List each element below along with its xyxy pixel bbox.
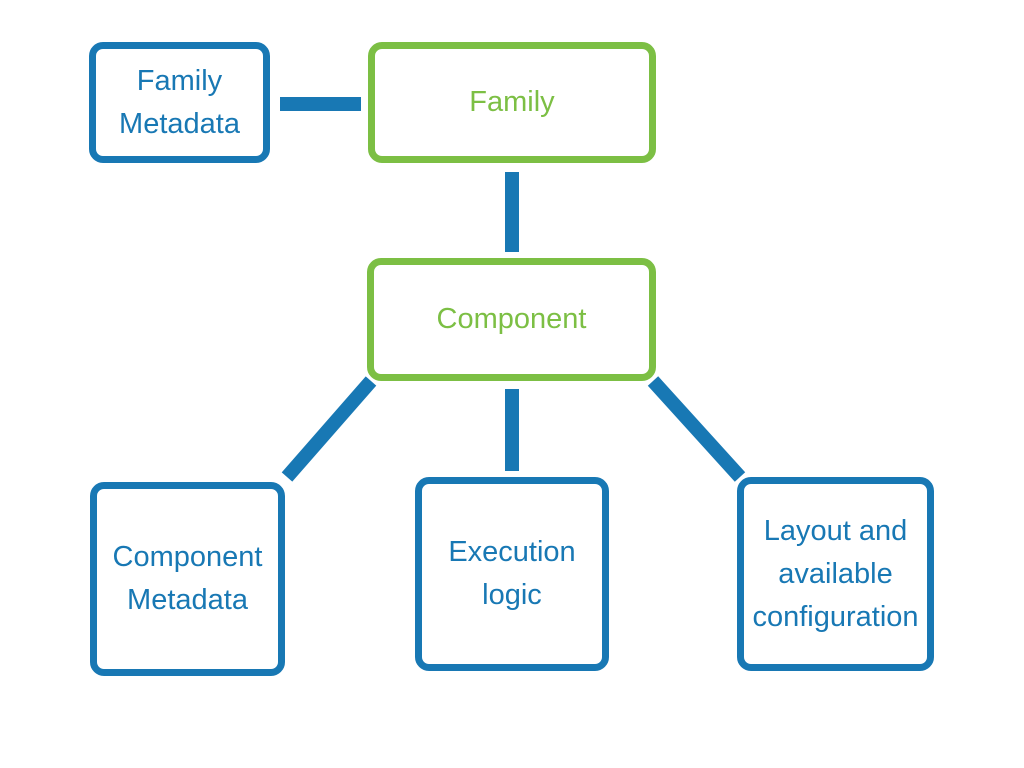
- node-component-metadata-label: Component Metadata: [112, 541, 263, 616]
- node-layout-configuration-label: Layout and available configuration: [752, 514, 919, 633]
- node-component-label: Component: [436, 303, 587, 335]
- node-execution-logic-label: Execution logic: [448, 536, 576, 611]
- node-family-label: Family: [469, 86, 555, 118]
- node-layout-configuration: Layout and available configuration: [737, 477, 934, 671]
- node-family-metadata-label: Family Metadata: [119, 64, 240, 140]
- node-family: Family: [368, 42, 656, 163]
- node-component: Component: [367, 258, 656, 381]
- node-execution-logic: Execution logic: [415, 477, 609, 671]
- connector-component-component-metadata: [281, 376, 377, 482]
- node-component-metadata: Component Metadata: [90, 482, 285, 676]
- connector-component-layout-configuration: [647, 376, 746, 482]
- node-family-metadata: Family Metadata: [89, 42, 270, 163]
